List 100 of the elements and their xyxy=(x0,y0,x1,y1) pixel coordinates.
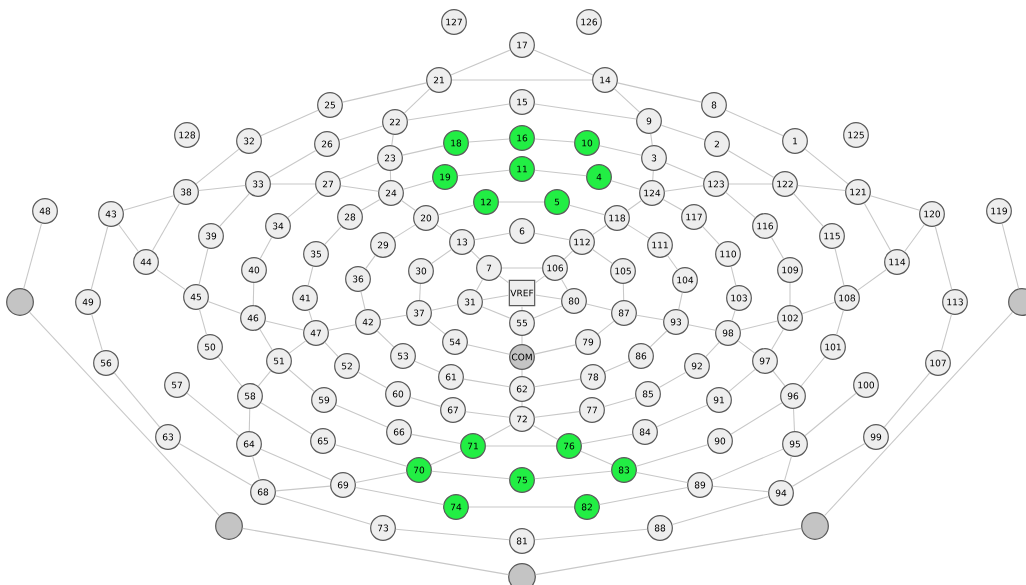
connector-line xyxy=(793,193,824,227)
connector-line xyxy=(360,199,381,211)
connector-line xyxy=(592,248,613,265)
connector-line xyxy=(403,88,431,114)
connector-line xyxy=(940,313,953,352)
connector-line xyxy=(934,225,953,290)
reference-square: VREF xyxy=(508,279,536,307)
connector-line xyxy=(665,162,705,180)
connector-line xyxy=(365,254,376,270)
connector-line xyxy=(652,170,654,181)
connector-line xyxy=(402,180,434,190)
connector-line xyxy=(883,372,931,428)
connector-line xyxy=(340,185,379,192)
connector-line xyxy=(791,443,866,487)
connector-line xyxy=(635,444,709,467)
connector-line xyxy=(259,328,273,351)
connector-line xyxy=(186,392,240,437)
connector-line xyxy=(534,378,581,388)
connector-line xyxy=(328,324,356,331)
connector-line xyxy=(195,148,240,185)
connector-line xyxy=(324,226,342,245)
connector-line xyxy=(534,232,570,241)
connector-line xyxy=(770,236,785,260)
connector-line xyxy=(712,485,769,493)
connector-line xyxy=(725,109,784,137)
connector-line xyxy=(534,344,576,355)
connector-line xyxy=(342,82,427,103)
connector-line xyxy=(784,455,792,482)
connector-line xyxy=(834,248,845,286)
connector-line xyxy=(380,314,407,321)
connector-line xyxy=(395,528,510,541)
connector-line xyxy=(560,278,569,291)
connector-line xyxy=(800,356,826,387)
connector-line xyxy=(740,320,778,331)
connector-line xyxy=(207,300,242,315)
connector-line xyxy=(419,283,421,301)
connector-line xyxy=(636,314,664,321)
connector-line xyxy=(772,370,786,387)
connector-line xyxy=(275,485,331,492)
connector-line xyxy=(470,250,481,260)
ground-circle xyxy=(215,512,243,540)
connector-line xyxy=(259,236,273,260)
connector-line xyxy=(599,486,688,506)
connector-line xyxy=(727,150,775,178)
connector-line xyxy=(580,450,613,466)
connector-line xyxy=(533,49,594,76)
connector-line xyxy=(534,275,546,284)
connector-line xyxy=(217,356,243,387)
connector-line xyxy=(705,341,720,358)
connector-line xyxy=(649,330,668,348)
connector-line xyxy=(414,360,440,373)
connector-line xyxy=(402,145,444,156)
connector-line xyxy=(431,248,452,265)
connector-line xyxy=(533,305,563,319)
connector-line xyxy=(801,301,836,315)
connector-line xyxy=(428,320,446,335)
connector-line xyxy=(650,133,653,146)
connector-line xyxy=(474,232,510,241)
connector-line xyxy=(804,392,857,437)
connector-line xyxy=(23,222,43,290)
connector-line xyxy=(535,527,802,576)
connector-line xyxy=(662,198,684,212)
connector-line xyxy=(91,313,103,352)
connector-line xyxy=(28,311,221,517)
connector-line xyxy=(856,269,888,291)
connector-line xyxy=(151,202,181,252)
connector-line xyxy=(334,444,408,467)
connector-line xyxy=(335,404,388,428)
connector-line xyxy=(393,224,416,239)
connector-line xyxy=(534,470,612,480)
connector-line xyxy=(702,226,720,245)
connector-line xyxy=(725,191,756,219)
connector-line xyxy=(728,368,756,393)
connector-line xyxy=(604,360,630,373)
connector-line xyxy=(357,371,388,389)
connector-line xyxy=(483,424,512,441)
connector-line xyxy=(711,448,784,481)
connector-line xyxy=(770,328,785,351)
connector-line xyxy=(731,309,736,322)
connector-line xyxy=(198,184,246,192)
ground-circle xyxy=(508,563,536,585)
connector-line xyxy=(274,495,372,525)
connector-line xyxy=(391,134,394,146)
connector-line xyxy=(534,138,575,143)
connector-line xyxy=(122,195,175,211)
ground-circle xyxy=(801,512,829,540)
connector-line xyxy=(355,471,407,484)
connector-line xyxy=(688,324,716,331)
connector-line xyxy=(797,184,846,192)
connector-line xyxy=(823,311,1014,517)
connector-line xyxy=(407,103,510,121)
connector-line xyxy=(793,408,795,432)
connector-line xyxy=(118,223,139,253)
connector-line xyxy=(660,124,706,141)
connector-line xyxy=(287,191,319,219)
connector-line xyxy=(436,224,452,236)
connector-line xyxy=(360,291,366,310)
connector-line xyxy=(409,397,442,407)
connector-line xyxy=(411,433,461,445)
connector-line xyxy=(482,294,510,301)
